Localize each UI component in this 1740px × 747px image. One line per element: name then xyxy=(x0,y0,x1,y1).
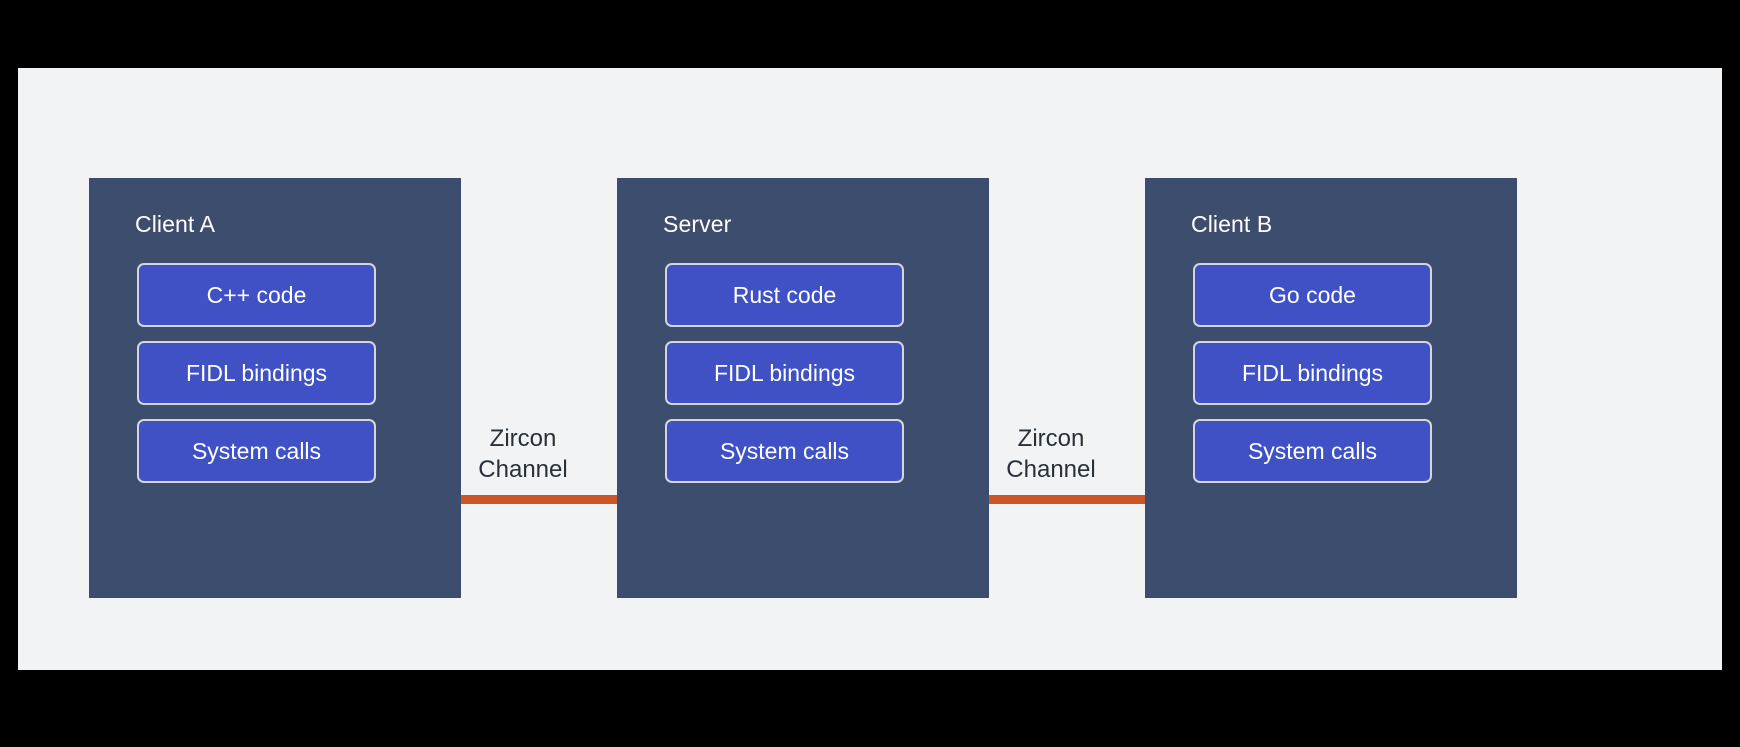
layer-box-server-language: Rust code xyxy=(665,263,904,327)
panel-title-client-a: Client A xyxy=(135,211,216,237)
layer-stack-client-b: Go code FIDL bindings System calls xyxy=(1193,263,1432,483)
layer-box-server-system-calls: System calls xyxy=(665,419,904,483)
panel-title-client-b: Client B xyxy=(1191,211,1273,237)
connector-server-to-client-b xyxy=(896,495,1206,504)
layer-stack-server: Rust code FIDL bindings System calls xyxy=(665,263,904,483)
layer-box-client-b-system-calls: System calls xyxy=(1193,419,1432,483)
panel-server: Server Rust code FIDL bindings System ca… xyxy=(617,178,989,598)
panel-title-server: Server xyxy=(663,211,732,237)
layer-box-server-fidl-bindings: FIDL bindings xyxy=(665,341,904,405)
layer-box-client-a-language: C++ code xyxy=(137,263,376,327)
layer-box-client-b-language: Go code xyxy=(1193,263,1432,327)
layer-box-client-a-system-calls: System calls xyxy=(137,419,376,483)
panel-client-a: Client A C++ code FIDL bindings System c… xyxy=(89,178,461,598)
connector-client-a-to-server xyxy=(368,495,678,504)
layer-box-client-a-fidl-bindings: FIDL bindings xyxy=(137,341,376,405)
channel-label-server-to-client-b: Zircon Channel xyxy=(1006,425,1096,483)
diagram-canvas: Zircon Channel Zircon Channel Client A C… xyxy=(18,68,1722,670)
panel-client-b: Client B Go code FIDL bindings System ca… xyxy=(1145,178,1517,598)
layer-box-client-b-fidl-bindings: FIDL bindings xyxy=(1193,341,1432,405)
layer-stack-client-a: C++ code FIDL bindings System calls xyxy=(137,263,376,483)
channel-label-client-a-to-server: Zircon Channel xyxy=(478,425,568,483)
